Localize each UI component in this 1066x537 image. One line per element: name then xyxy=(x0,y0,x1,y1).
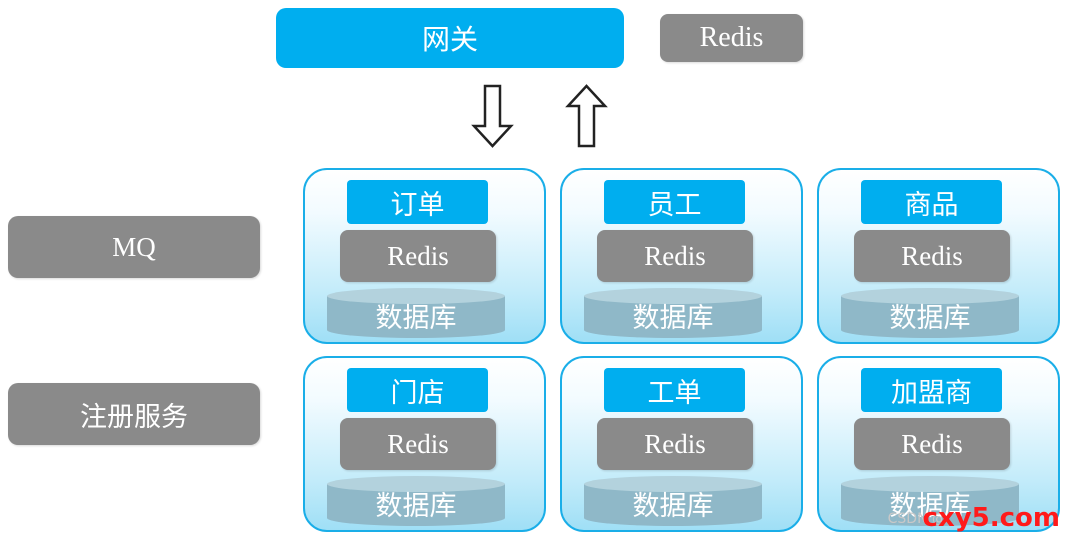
arrows-group xyxy=(466,80,616,156)
gateway-box: 网关 xyxy=(276,8,624,68)
registry-box: 注册服务 xyxy=(8,383,260,445)
database-label: 数据库 xyxy=(632,491,714,522)
database-label: 数据库 xyxy=(375,491,457,522)
service-card-employee: 员工 Redis 数据库 xyxy=(560,168,803,344)
service-card-ticket: 工单 Redis 数据库 xyxy=(560,356,803,532)
service-redis: Redis xyxy=(854,230,1010,282)
database-label: 数据库 xyxy=(632,303,714,334)
database-cylinder: 数据库 xyxy=(841,476,1019,526)
service-redis: Redis xyxy=(340,230,496,282)
service-title: 员工 xyxy=(604,180,745,224)
service-redis: Redis xyxy=(597,418,753,470)
service-title: 加盟商 xyxy=(861,368,1002,412)
database-cylinder: 数据库 xyxy=(584,476,762,526)
service-title: 门店 xyxy=(347,368,488,412)
service-title: 订单 xyxy=(347,180,488,224)
database-cylinder: 数据库 xyxy=(327,476,505,526)
watermark-csdn: CSDN @ xyxy=(887,511,946,527)
mq-label: MQ xyxy=(112,231,156,262)
top-redis-label: Redis xyxy=(699,22,764,53)
service-redis: Redis xyxy=(597,230,753,282)
service-title: 工单 xyxy=(604,368,745,412)
database-label: 数据库 xyxy=(889,303,971,334)
service-card-order: 订单 Redis 数据库 xyxy=(303,168,546,344)
service-redis: Redis xyxy=(854,418,1010,470)
service-title: 商品 xyxy=(861,180,1002,224)
mq-box: MQ xyxy=(8,216,260,278)
database-cylinder: 数据库 xyxy=(327,288,505,338)
service-card-store: 门店 Redis 数据库 xyxy=(303,356,546,532)
hollow-up-arrow-icon xyxy=(565,84,608,148)
database-cylinder: 数据库 xyxy=(584,288,762,338)
gateway-label: 网关 xyxy=(421,23,478,56)
hollow-down-arrow-icon xyxy=(471,84,514,148)
database-label: 数据库 xyxy=(889,491,971,522)
service-redis: Redis xyxy=(340,418,496,470)
service-card-franchisee: 加盟商 Redis 数据库 xyxy=(817,356,1060,532)
registry-label: 注册服务 xyxy=(80,401,188,433)
database-label: 数据库 xyxy=(375,303,457,334)
database-cylinder: 数据库 xyxy=(841,288,1019,338)
top-redis-box: Redis xyxy=(660,14,803,62)
service-card-product: 商品 Redis 数据库 xyxy=(817,168,1060,344)
watermark-site: cxy5.com xyxy=(922,503,1060,533)
